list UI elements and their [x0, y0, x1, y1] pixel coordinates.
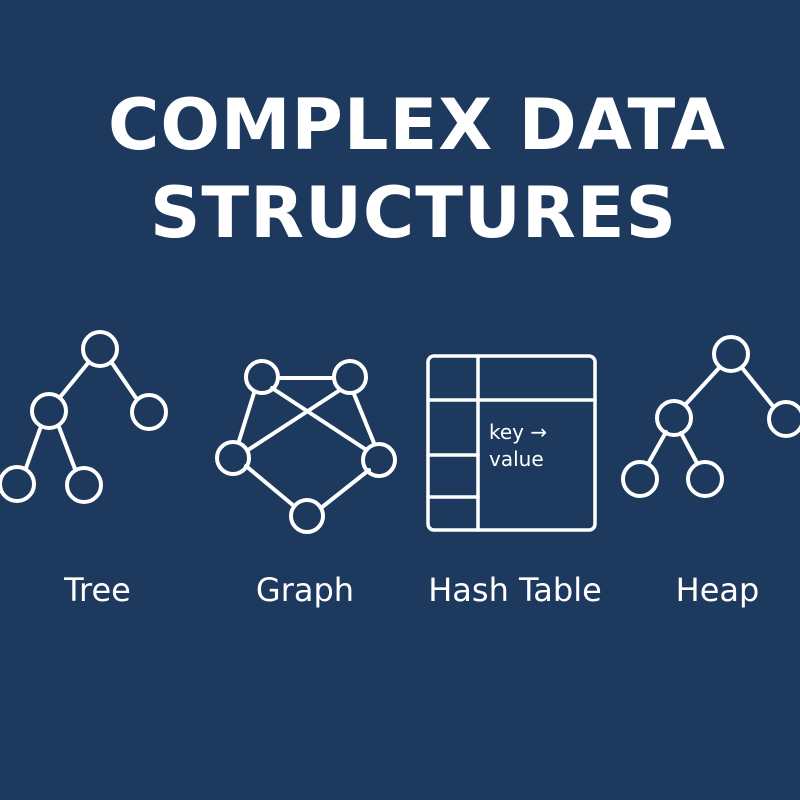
- graph-node: [215, 440, 251, 476]
- page-title-line-2: STRUCTURES: [150, 172, 678, 254]
- heap-edge: [679, 431, 699, 465]
- heap-node: [767, 400, 800, 438]
- heap-node: [686, 460, 724, 498]
- heap-node: [621, 460, 659, 498]
- tree-edge: [24, 427, 42, 470]
- hash-table-outline: [426, 354, 597, 532]
- heap-node: [655, 399, 693, 437]
- heap-edge: [683, 366, 721, 407]
- graph-edge: [270, 386, 367, 451]
- graph-edge: [244, 464, 296, 508]
- graph-edge: [352, 392, 376, 445]
- graph-edge: [319, 468, 371, 510]
- hash-table-value-text: value: [489, 447, 544, 471]
- graph-diagram: [215, 359, 397, 534]
- heap-edge: [741, 367, 774, 407]
- graph-node: [361, 442, 397, 478]
- graph-label: Graph: [255, 571, 355, 609]
- tree-node: [30, 392, 68, 430]
- graph-edge: [246, 388, 342, 452]
- graph-node: [289, 498, 325, 534]
- tree-edge: [59, 361, 90, 398]
- hash-table-diagram: [426, 354, 597, 532]
- graph-node: [332, 359, 368, 395]
- heap-node: [712, 335, 750, 373]
- hash-table-key-text: key →: [489, 420, 548, 444]
- tree-node: [130, 393, 168, 431]
- tree-edge: [57, 425, 77, 471]
- page-title-line-1: COMPLEX DATA: [108, 84, 726, 166]
- tree-diagram: [0, 330, 168, 504]
- heap-edge: [646, 430, 668, 466]
- heap-diagram: [621, 335, 800, 498]
- tree-label: Tree: [64, 571, 131, 609]
- hash-table-label: Hash Table: [428, 571, 602, 609]
- graph-node: [244, 359, 280, 395]
- tree-node: [0, 465, 36, 503]
- heap-label: Heap: [675, 571, 760, 609]
- tree-node: [65, 466, 103, 504]
- tree-edge: [110, 361, 138, 400]
- graph-edge: [237, 391, 256, 443]
- tree-node: [81, 330, 119, 368]
